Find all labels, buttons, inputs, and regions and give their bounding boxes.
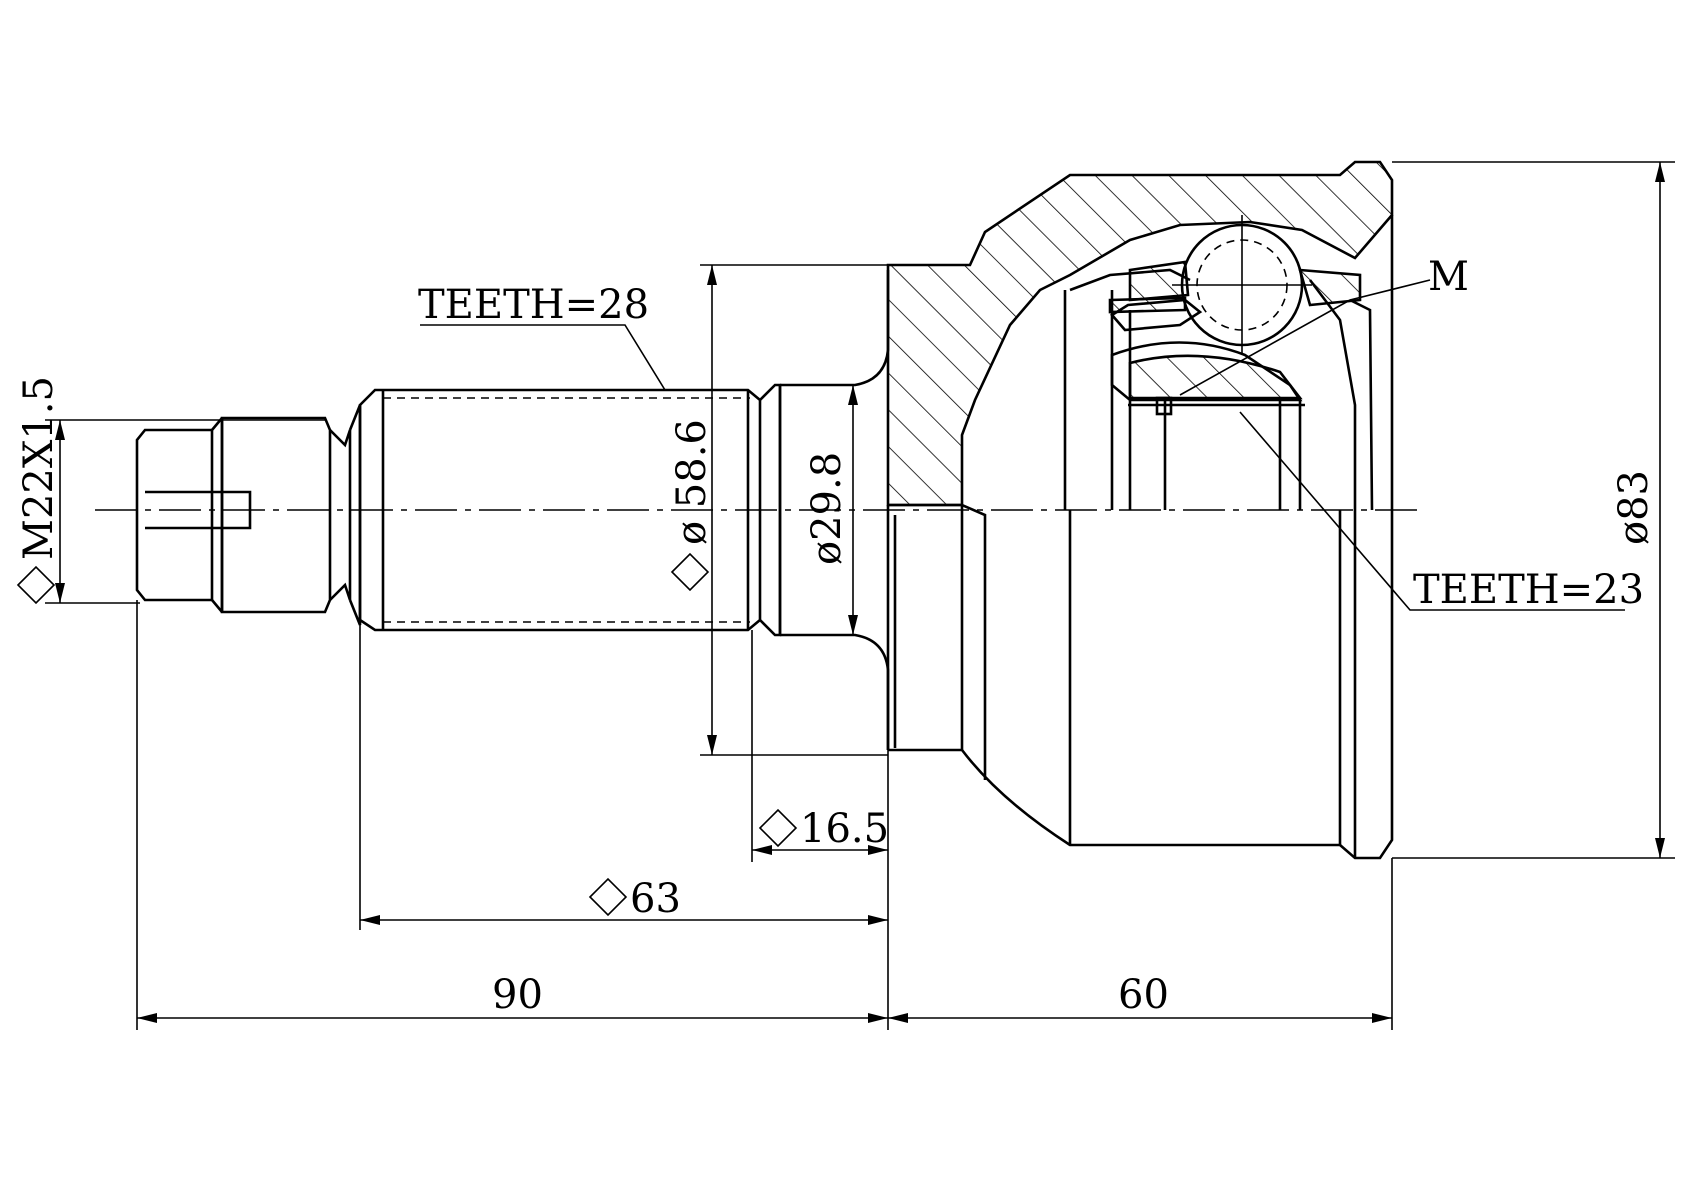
label-len-shoulder: 16.5 bbox=[800, 806, 889, 852]
diamond-icon bbox=[588, 877, 628, 917]
label-dia-body: ø83 bbox=[1611, 470, 1657, 545]
bell-housing-section bbox=[886, 160, 1394, 507]
label-len-shaft: 90 bbox=[492, 972, 543, 1018]
label-dia-stem: ø29.8 bbox=[804, 452, 850, 565]
threaded-end bbox=[135, 404, 362, 626]
dimension-lines bbox=[45, 161, 1675, 1030]
diamond-icon bbox=[16, 565, 56, 605]
diamond-icon bbox=[758, 808, 798, 848]
label-thread: M22X1.5 bbox=[16, 376, 62, 560]
label-len-spline: 63 bbox=[630, 876, 681, 922]
label-teeth-inner: TEETH=23 bbox=[1413, 567, 1644, 613]
cage-and-ball bbox=[1063, 215, 1374, 511]
label-dia-seal: ø 58.6 bbox=[669, 419, 715, 545]
spline-shaft bbox=[358, 383, 782, 637]
label-m-marker: M bbox=[1428, 254, 1469, 300]
outer-body bbox=[886, 215, 1394, 860]
diamond-icon bbox=[670, 552, 710, 592]
label-teeth-outer: TEETH=28 bbox=[418, 282, 649, 328]
label-len-body: 60 bbox=[1118, 972, 1169, 1018]
